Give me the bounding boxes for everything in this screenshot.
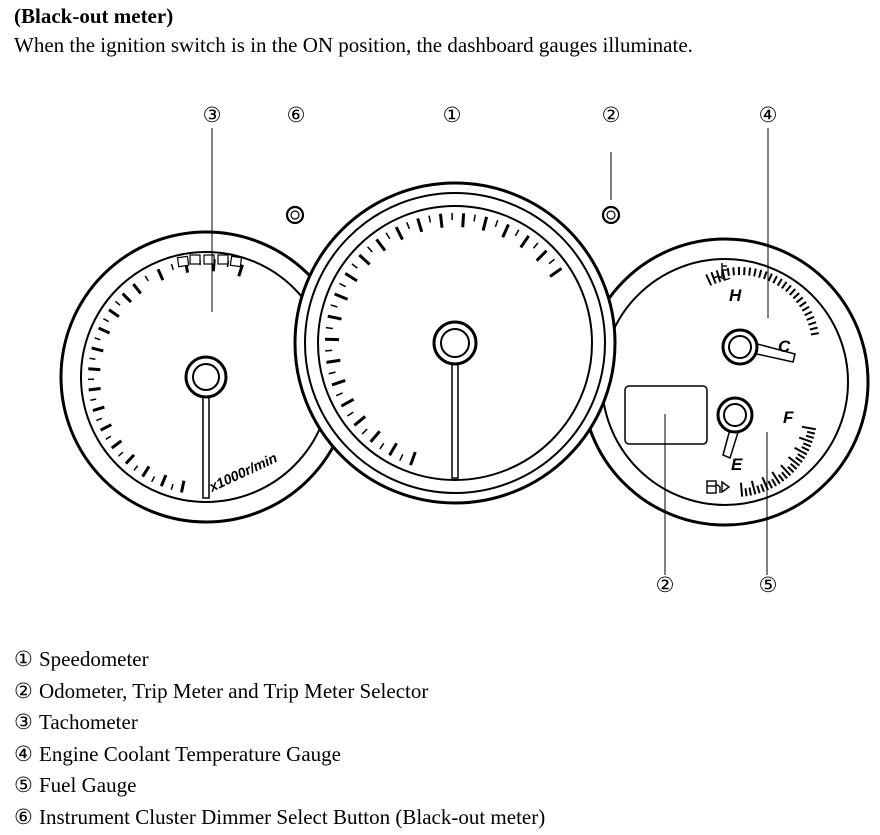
tick-mark: [326, 360, 340, 362]
page-heading: (Black-out meter): [14, 4, 173, 29]
tick-mark: [463, 213, 464, 227]
legend-text: Instrument Cluster Dimmer Select Button …: [39, 805, 545, 829]
tick-mark: [745, 488, 746, 496]
tick-mark: [749, 268, 750, 276]
dimmer-button: [287, 207, 303, 223]
legend-text: Fuel Gauge: [39, 773, 136, 797]
fuel-empty-label: E: [731, 455, 743, 474]
tick-mark: [440, 214, 442, 228]
legend-number: ⑤: [14, 771, 39, 799]
callout-tachometer: ③: [203, 103, 222, 127]
page-subtitle: When the ignition switch is in the ON po…: [14, 33, 693, 58]
tick-mark: [811, 333, 819, 334]
fuel-full-label: F: [783, 408, 794, 427]
callout-coolant: ④: [759, 103, 778, 127]
temp-cold-label: C: [778, 337, 791, 356]
callout-odometer-bottom: ②: [656, 573, 675, 597]
legend-text: Tachometer: [39, 710, 138, 734]
tick-mark: [733, 267, 734, 275]
legend-number: ⑥: [14, 803, 39, 831]
tick-mark: [741, 483, 742, 497]
legend-text: Engine Coolant Temperature Gauge: [39, 742, 341, 766]
tick-mark: [728, 268, 729, 276]
legend-text: Odometer, Trip Meter and Trip Meter Sele…: [39, 679, 428, 703]
temp-hot-label: H: [729, 286, 742, 305]
legend-number: ①: [14, 645, 39, 673]
callout-fuel: ⑤: [759, 573, 778, 597]
legend-number: ③: [14, 708, 39, 736]
right-gauge-housing: [582, 239, 868, 525]
legend-number: ④: [14, 740, 39, 768]
callout-dimmer: ⑥: [287, 103, 306, 127]
legend-text: Speedometer: [39, 647, 149, 671]
callout-speedometer: ①: [443, 103, 462, 127]
tick-mark: [89, 358, 95, 359]
odometer-display: [625, 386, 707, 444]
legend-number: ②: [14, 677, 39, 705]
trip-meter-selector-button: [603, 207, 619, 223]
callout-odometer-top: ②: [602, 103, 621, 127]
tick-mark: [89, 389, 101, 390]
tick-mark: [88, 369, 100, 370]
tick-mark: [326, 328, 333, 329]
